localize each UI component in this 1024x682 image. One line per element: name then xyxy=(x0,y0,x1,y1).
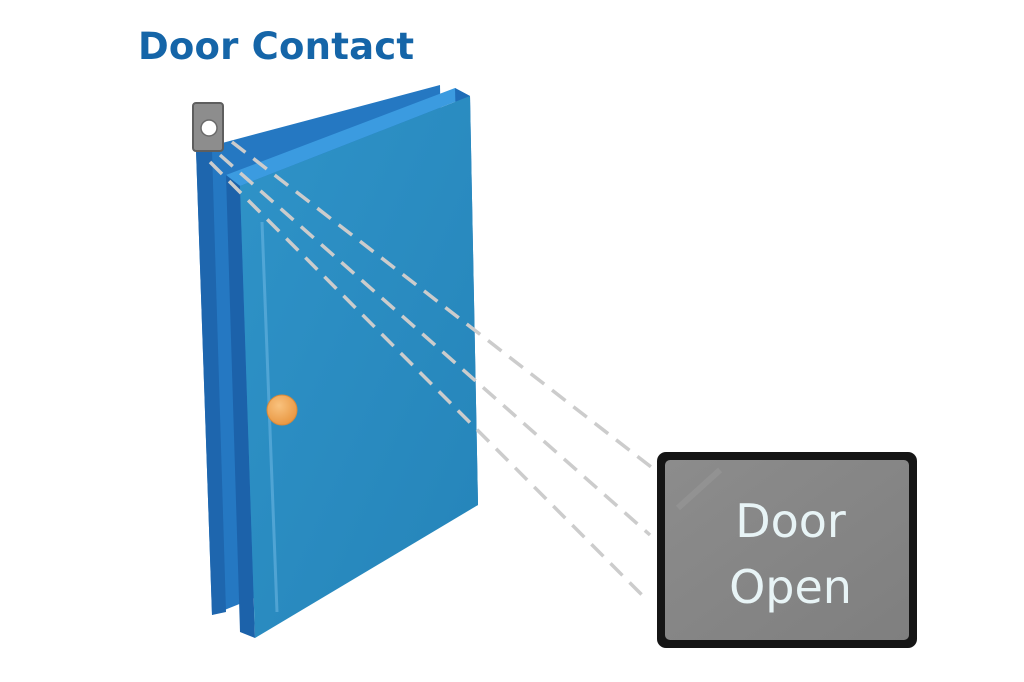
monitor-line-2: Open xyxy=(729,560,852,614)
diagram-title: Door Contact xyxy=(138,25,415,68)
signal-line-2 xyxy=(218,153,652,537)
monitor xyxy=(657,452,917,648)
signal-line-1 xyxy=(230,140,657,472)
monitor-line-1: Door xyxy=(735,494,846,548)
monitor-screen-text: Door Open xyxy=(663,488,918,620)
signal-lines xyxy=(208,140,657,600)
door-knob xyxy=(266,394,298,426)
sensor-icon xyxy=(192,102,224,152)
door xyxy=(226,88,478,638)
signal-line-3 xyxy=(208,160,647,600)
